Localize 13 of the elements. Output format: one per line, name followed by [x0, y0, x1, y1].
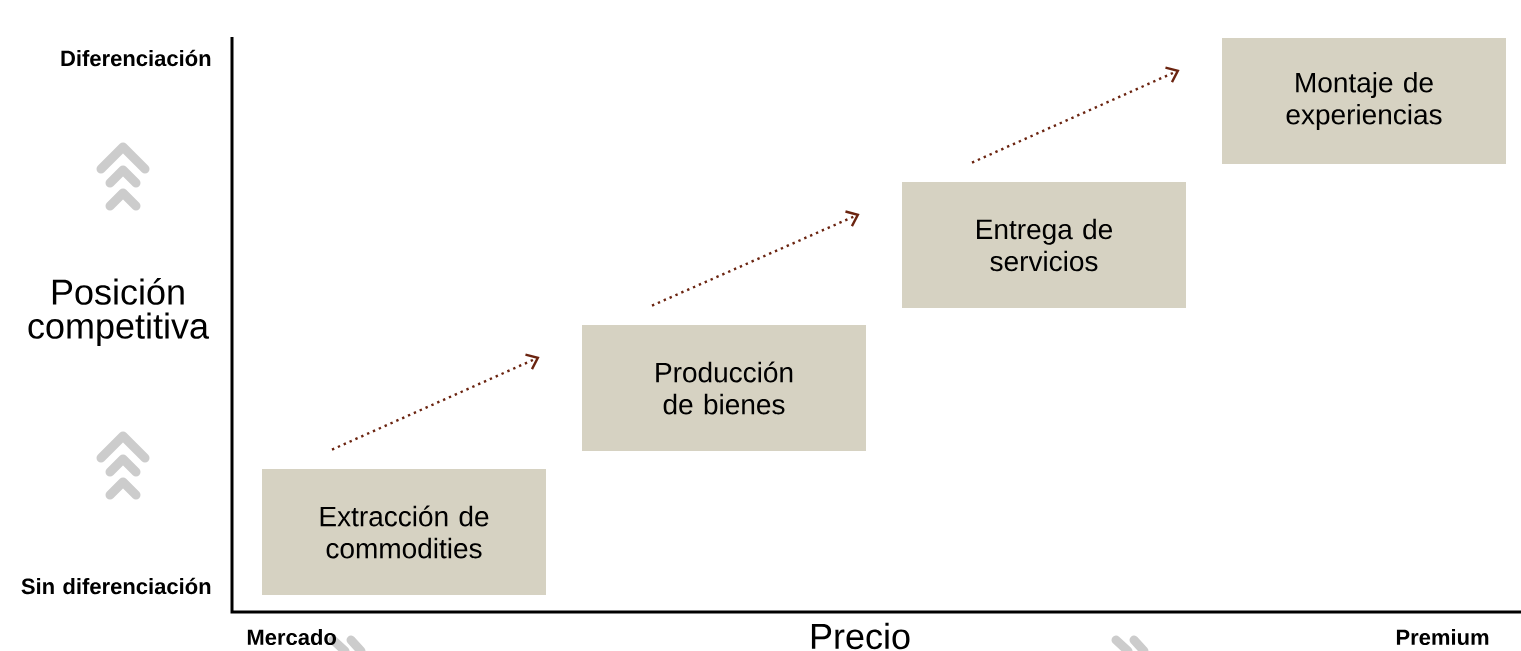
axis-title: Posición competitiva [28, 278, 209, 346]
axis-title: Precio [811, 622, 910, 650]
stage-box: Montaje de experiencias [1222, 38, 1506, 164]
dotted-arrow [971, 66, 1180, 164]
stage-box: Producción de bienes [582, 325, 866, 451]
dotted-arrow [651, 210, 860, 307]
axis-label: Mercado [247, 628, 336, 646]
stage-box: Entrega de servicios [902, 182, 1186, 308]
dotted-arrow [331, 353, 540, 451]
stage-box: Extracción de commodities [262, 469, 546, 595]
axis-label: Premium [1396, 628, 1489, 646]
axis-label: Sin diferenciación [21, 577, 211, 595]
axis-label: Diferenciación [61, 49, 211, 67]
